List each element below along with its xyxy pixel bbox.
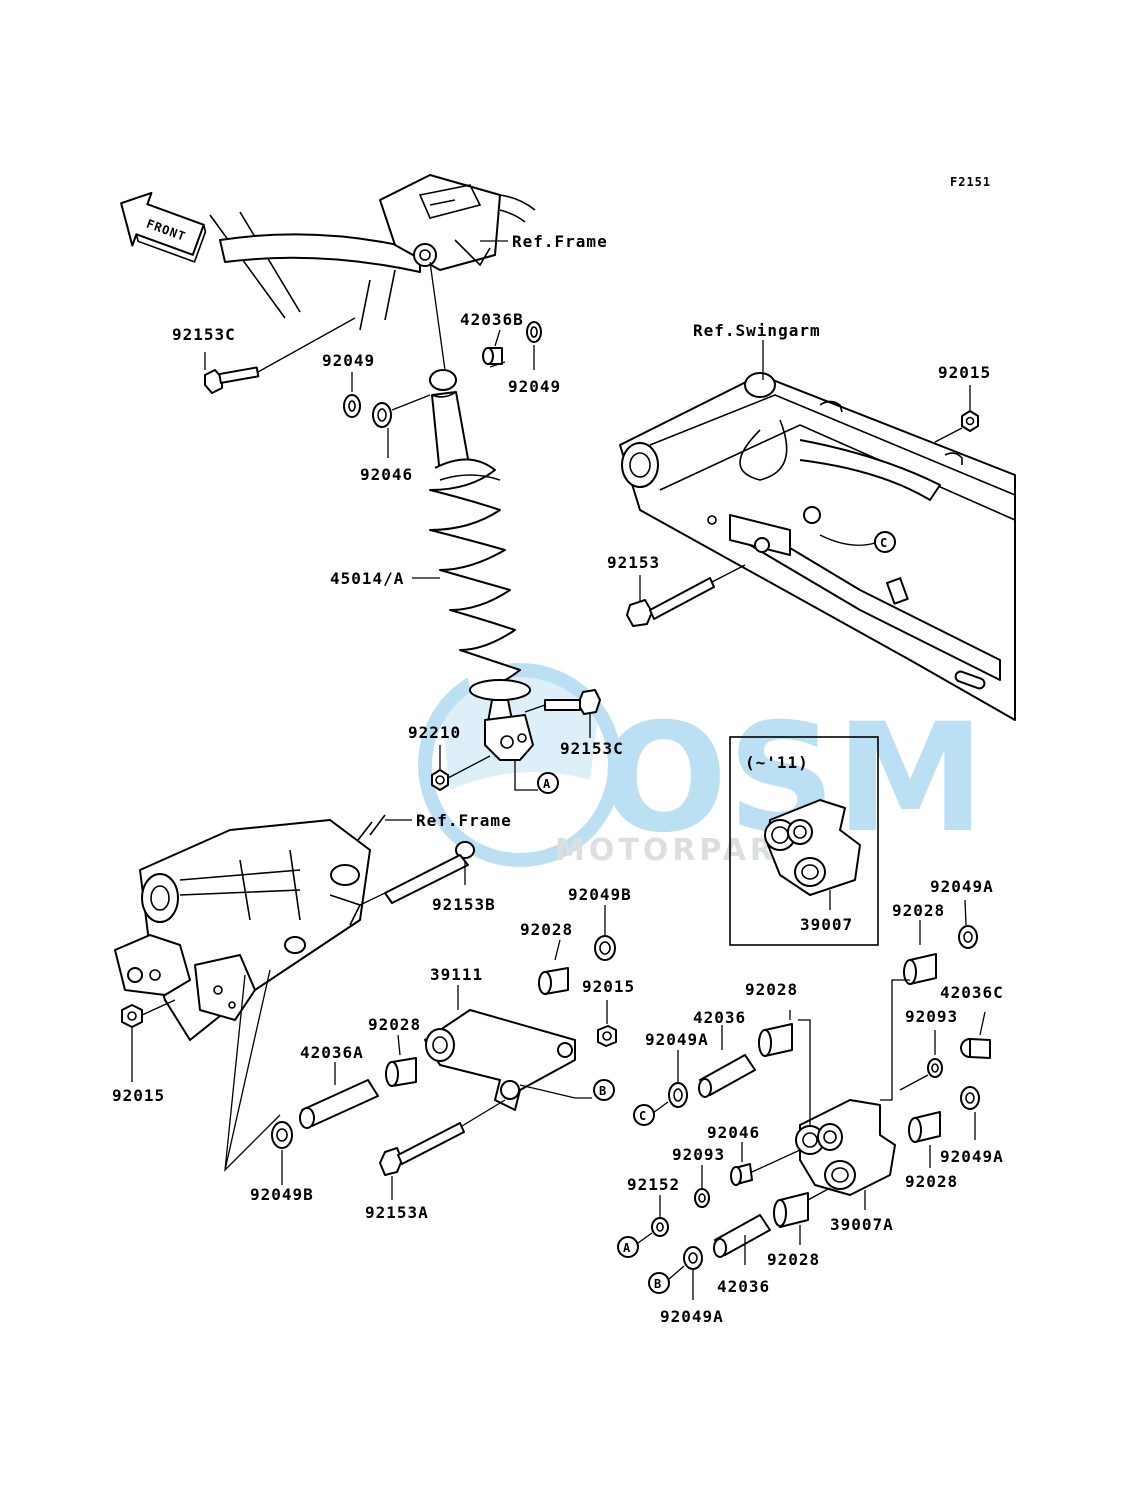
label-92049A-r: 92049A bbox=[940, 1147, 1004, 1166]
ref-frame-bottom: Ref.Frame bbox=[416, 811, 512, 830]
tie-rod-39111 bbox=[424, 1009, 592, 1111]
washer-92152 bbox=[651, 1217, 669, 1237]
variant-box-label: (~'11) bbox=[745, 753, 809, 772]
svg-text:A: A bbox=[623, 1241, 631, 1255]
label-92015-left: 92015 bbox=[112, 1086, 165, 1105]
label-92153: 92153 bbox=[607, 553, 660, 572]
label-42036A: 42036A bbox=[300, 1043, 364, 1062]
label-42036-bottom: 42036 bbox=[717, 1277, 770, 1296]
label-92028-tr: 92028 bbox=[892, 901, 945, 920]
label-42036C: 42036C bbox=[940, 983, 1004, 1002]
callout-a-washer bbox=[617, 1236, 639, 1258]
seal-92049B-bottom bbox=[271, 1121, 293, 1149]
label-92028-r: 92028 bbox=[905, 1172, 958, 1191]
label-92093-r: 92093 bbox=[905, 1007, 958, 1026]
callout-c-swingarm bbox=[874, 531, 896, 553]
callout-c-seal bbox=[633, 1104, 655, 1126]
bearing-92046-bottom bbox=[730, 1149, 801, 1186]
figure-code: F2151 bbox=[950, 175, 991, 189]
seal-92049-left bbox=[343, 394, 361, 418]
rocker-arm-39007A bbox=[795, 1099, 896, 1196]
bolt-92153A bbox=[379, 1099, 506, 1176]
label-92049A-tr: 92049A bbox=[930, 877, 994, 896]
bolt-92153 bbox=[626, 564, 746, 627]
label-92046-top: 92046 bbox=[360, 465, 413, 484]
label-92015-sw: 92015 bbox=[938, 363, 991, 382]
bolt-92153C-bottom bbox=[524, 689, 601, 715]
collar-42036C bbox=[960, 1038, 991, 1059]
label-92028-bot: 92028 bbox=[767, 1250, 820, 1269]
seal-92093-left bbox=[694, 1188, 710, 1208]
svg-text:B: B bbox=[599, 1084, 607, 1098]
swingarm bbox=[619, 372, 1016, 721]
label-92028-a: 92028 bbox=[520, 920, 573, 939]
rocker-arm-39007 bbox=[764, 799, 861, 896]
nut-92015-swingarm bbox=[961, 410, 979, 432]
label-92153B: 92153B bbox=[432, 895, 496, 914]
label-92015-mid: 92015 bbox=[582, 977, 635, 996]
lower-frame bbox=[114, 814, 386, 1172]
collar-92028-a bbox=[538, 939, 569, 995]
seal-92049A-right bbox=[960, 1086, 980, 1110]
sleeve-42036-top bbox=[698, 1054, 756, 1098]
label-92049-right: 92049 bbox=[508, 377, 561, 396]
bearing-92046-top bbox=[372, 394, 431, 428]
svg-text:C: C bbox=[880, 536, 888, 550]
label-92046-bottom: 92046 bbox=[707, 1123, 760, 1142]
callout-a-shock bbox=[537, 772, 559, 794]
label-92210: 92210 bbox=[408, 723, 461, 742]
bolt-92153B bbox=[359, 841, 475, 906]
collar-92028-bot bbox=[773, 1187, 831, 1228]
label-42036B: 42036B bbox=[460, 310, 524, 329]
label-92153C-top: 92153C bbox=[172, 325, 236, 344]
label-92049A-bottom: 92049A bbox=[660, 1307, 724, 1326]
nut-92015-mid bbox=[597, 1025, 617, 1047]
label-92049-left: 92049 bbox=[322, 351, 375, 370]
label-42036-top: 42036 bbox=[693, 1008, 746, 1027]
ref-frame-top: Ref.Frame bbox=[512, 232, 608, 251]
nut-92015-left bbox=[121, 1004, 143, 1028]
callout-b-rod bbox=[593, 1079, 615, 1101]
collar-92028-b bbox=[385, 1057, 417, 1087]
label-92049B-bottom: 92049B bbox=[250, 1185, 314, 1204]
nut-92210 bbox=[431, 755, 491, 791]
seal-92093-right bbox=[927, 1058, 943, 1078]
label-92028-c: 92028 bbox=[745, 980, 798, 999]
collar-92028-r bbox=[908, 1111, 941, 1143]
collar-42036B bbox=[482, 347, 503, 365]
label-92153C-bottom: 92153C bbox=[560, 739, 624, 758]
label-39111: 39111 bbox=[430, 965, 483, 984]
variant-box bbox=[729, 736, 879, 946]
collar-92028-c bbox=[758, 1023, 793, 1057]
label-92093-l: 92093 bbox=[672, 1145, 725, 1164]
sleeve-42036-bottom bbox=[713, 1214, 771, 1258]
callout-b-seal bbox=[648, 1272, 670, 1294]
front-arrow-icon: FRONT bbox=[120, 191, 207, 263]
seal-92049-right bbox=[526, 321, 542, 343]
seal-92049B-top bbox=[594, 935, 616, 961]
ref-swingarm: Ref.Swingarm bbox=[693, 321, 821, 340]
label-45014A: 45014/A bbox=[330, 569, 404, 588]
label-92028-b: 92028 bbox=[368, 1015, 421, 1034]
seal-92049A-tr bbox=[958, 925, 978, 949]
label-39007A: 39007A bbox=[830, 1215, 894, 1234]
label-39007: 39007 bbox=[800, 915, 853, 934]
bolt-92153C-top bbox=[204, 317, 356, 394]
svg-text:C: C bbox=[639, 1109, 647, 1123]
collar-92028-tr bbox=[903, 953, 937, 985]
shock-absorber-45014A bbox=[429, 361, 534, 761]
label-92153A: 92153A bbox=[365, 1203, 429, 1222]
svg-text:B: B bbox=[654, 1277, 662, 1291]
svg-text:A: A bbox=[543, 777, 551, 791]
label-92049A-c: 92049A bbox=[645, 1030, 709, 1049]
sleeve-42036A bbox=[299, 1079, 379, 1129]
label-92049B-top: 92049B bbox=[568, 885, 632, 904]
seal-92049A-bottom bbox=[683, 1246, 703, 1270]
seal-92049A-c bbox=[668, 1082, 688, 1108]
upper-frame bbox=[209, 174, 536, 371]
label-92152: 92152 bbox=[627, 1175, 680, 1194]
